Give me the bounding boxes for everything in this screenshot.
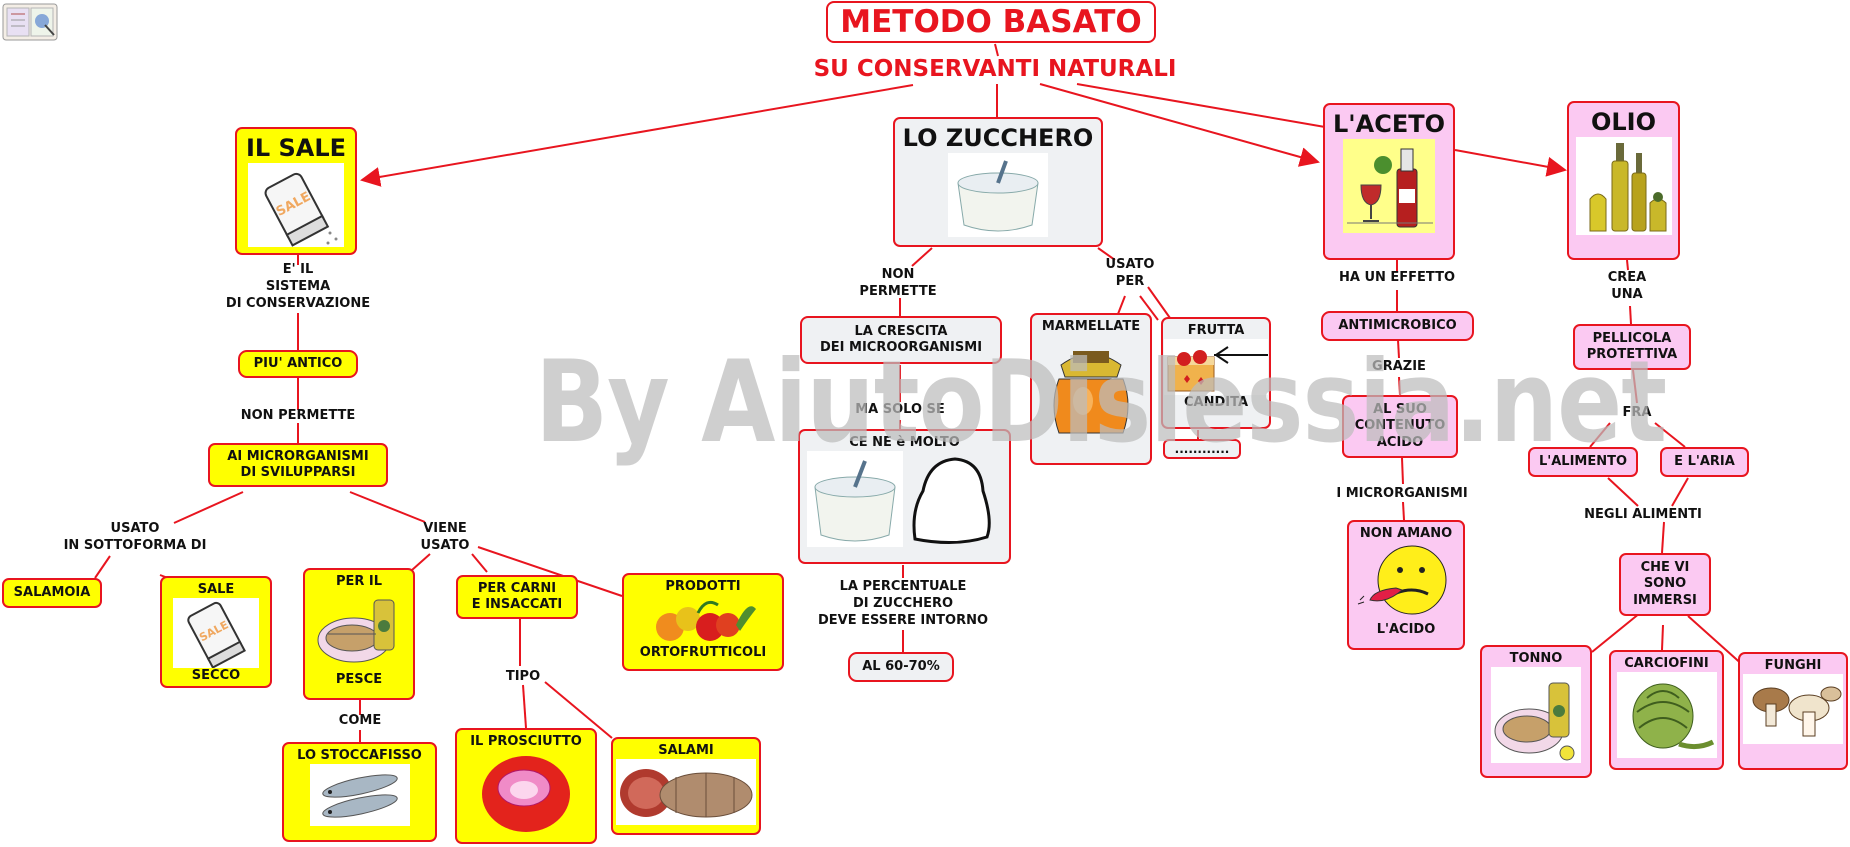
sugar-bowl-icon [948,153,1048,237]
fish-icon [309,764,410,827]
artichoke-icon [1616,672,1717,759]
mushrooms-icon [1743,674,1843,745]
aceto-title: L'ACETO [1333,110,1445,138]
zucchero-label-ma-solo-se: MA SOLO SE [855,402,945,417]
olio-funghi-node[interactable]: FUNGHI [1738,652,1848,770]
aceto-label-microrganismi: I MICRORGANISMI [1336,486,1468,501]
vegetables-icon [656,601,756,642]
map-title: METODO BASATO [826,1,1156,43]
tuna-tin-icon [1491,667,1581,764]
aceto-antimicrobico[interactable]: ANTIMICROBICO [1321,311,1474,341]
olio-label-fra: FRA [1622,405,1652,420]
book-logo-icon [2,3,58,41]
sale-ortofrutticoli-top: PRODOTTI [665,579,741,594]
cake-cherry-icon [1164,339,1268,396]
zucchero-crescita[interactable]: LA CRESCITA DEI MICROORGANISMI [800,316,1002,364]
sale-carni-insaccati[interactable]: PER CARNI E INSACCATI [456,575,578,619]
olio-carciofini: CARCIOFINI [1624,656,1709,671]
olio-carciofini-node[interactable]: CARCIOFINI [1609,650,1724,770]
sale-stoccafisso-node[interactable]: LO STOCCAFISSO [282,742,437,842]
sale-piu-antico[interactable]: PIU' ANTICO [238,350,358,378]
sale-ortofrutticoli-bottom: ORTOFRUTTICOLI [639,645,767,661]
zucchero-frutta-candita-node[interactable]: FRUTTA CANDITA [1161,317,1271,429]
zucchero-molto: CE NE è MOLTO [849,435,960,450]
olio-funghi: FUNGHI [1764,658,1822,673]
zucchero-label-non-permette: NON PERMETTE [859,267,937,299]
aceto-acido: L'ACIDO [1376,622,1436,638]
olio-node[interactable]: OLIO [1567,101,1680,260]
jam-jar-icon [1053,351,1129,434]
olive-oil-bottles-icon [1575,137,1672,235]
sale-node[interactable]: IL SALE SALE [235,127,357,255]
sale-title: IL SALE [245,134,347,162]
olio-label-crea-una: CREA UNA [1607,270,1647,302]
salami-icon [616,759,756,826]
sale-salamoia[interactable]: SALAMOIA [2,578,102,608]
aceto-label-grazie: GRAZIE [1372,359,1426,374]
zucchero-marmellate-node[interactable]: MARMELLATE [1030,313,1152,465]
aceto-non-amano: NON AMANO [1359,526,1453,541]
sale-label-usato-sottoforma: USATO IN SOTTOFORMA DI [63,521,207,553]
sale-prosciutto-node[interactable]: IL PROSCIUTTO [455,728,597,844]
olio-alimento[interactable]: L'ALIMENTO [1528,447,1638,477]
aceto-contenuto-acido[interactable]: AL SUO CONTENUTO ACIDO [1342,395,1458,458]
zucchero-frutta: FRUTTA [1187,323,1245,338]
olio-aria[interactable]: E L'ARIA [1660,447,1749,477]
olio-tonno-node[interactable]: TONNO [1480,645,1592,778]
zucchero-dots[interactable]: ............ [1163,439,1241,459]
zucchero-molto-node[interactable]: CE NE è MOLTO [798,429,1011,564]
olio-pellicola[interactable]: PELLICOLA PROTETTIVA [1573,324,1691,370]
zucchero-label-usato-per: USATO PER [1105,257,1155,289]
sale-ortofrutticoli-node[interactable]: PRODOTTI ORTOFRUTTICOLI [622,573,784,671]
sale-label-non-permette: NON PERMETTE [240,408,356,423]
sale-label-tipo: TIPO [505,669,541,684]
zucchero-percentuale[interactable]: AL 60-70% [848,652,954,682]
sale-stoccafisso: LO STOCCAFISSO [297,748,422,763]
map-subtitle: SU CONSERVANTI NATURALI [813,56,1177,82]
arrow-to-sale [360,84,914,187]
aceto-node[interactable]: L'ACETO [1323,103,1455,260]
watermark: By AiutoDislessia.net [535,336,1667,469]
salt-shaker-icon: SALE [173,598,259,669]
olio-title: OLIO [1590,108,1657,136]
sale-pesce-node[interactable]: PER IL PESCE [303,568,415,700]
fish-tin-icon [317,599,395,663]
sale-secco-top: SALE [197,582,235,597]
salt-shaker-icon: SALE [248,163,344,247]
zucchero-candita: CANDITA [1183,395,1249,411]
zucchero-node[interactable]: LO ZUCCHERO [893,117,1103,247]
ham-icon [482,756,570,833]
zucchero-title: LO ZUCCHERO [902,124,1094,152]
sugar-heap-icon [806,451,991,548]
aceto-non-amano-node[interactable]: NON AMANO L'ACIDO [1347,520,1465,650]
sale-secco-node[interactable]: SALE SALE SECCO [160,576,272,688]
sale-secco-bottom: SECCO [191,668,241,684]
sale-label-viene-usato: VIENE USATO [420,521,470,553]
sale-salami: SALAMI [658,743,714,758]
arrow-to-olio [1454,149,1567,177]
zucchero-label-percentuale: LA PERCENTUALE DI ZUCCHERO DEVE ESSERE I… [817,579,989,628]
olio-immersi[interactable]: CHE VI SONO IMMERSI [1619,553,1711,616]
aceto-label-effetto: HA UN EFFETTO [1338,270,1456,285]
sale-prosciutto: IL PROSCIUTTO [470,734,582,749]
sale-label-come: COME [338,713,382,728]
sale-microrganismi[interactable]: AI MICRORGANISMI DI SVILUPPARSI [208,443,388,487]
smiley-tongue-icon [1357,545,1447,615]
sale-pesce-top: PER IL [335,574,383,589]
olio-tonno: TONNO [1509,651,1563,666]
sale-salami-node[interactable]: SALAMI [611,737,761,835]
line-to-aceto-top [1076,83,1326,128]
arrow-to-aceto [1039,83,1320,167]
vinegar-bottle-icon [1343,139,1435,233]
zucchero-marmellate: MARMELLATE [1041,319,1141,334]
sale-pesce-bottom: PESCE [335,672,383,688]
olio-label-negli-alimenti: NEGLI ALIMENTI [1584,507,1702,522]
sale-label-sistema: E' IL SISTEMA DI CONSERVAZIONE [225,262,371,311]
